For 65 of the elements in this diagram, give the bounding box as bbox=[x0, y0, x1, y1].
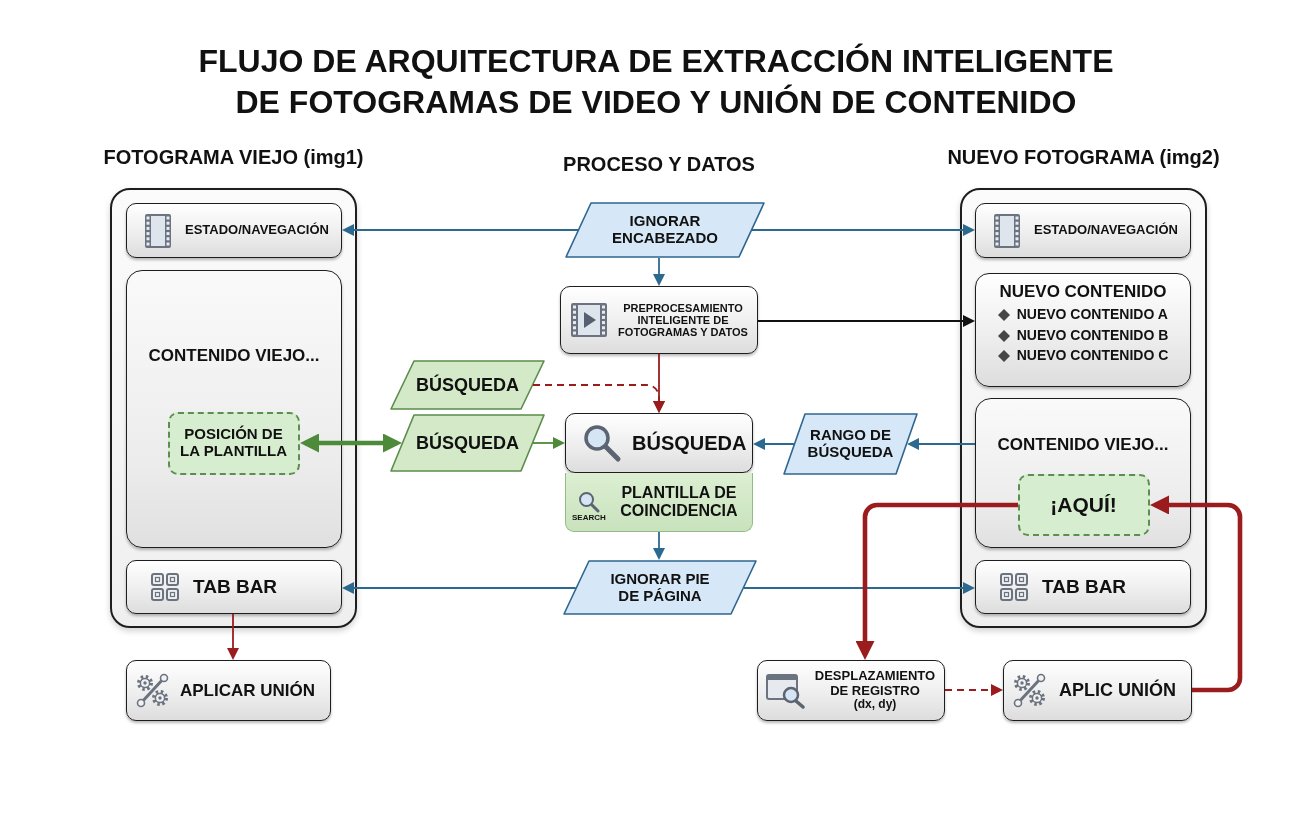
data-parallelogram bbox=[390, 414, 545, 472]
node-label: ESTADO/NAVEGACIÓN bbox=[1034, 223, 1178, 238]
content-area bbox=[126, 270, 342, 548]
content-list-box bbox=[975, 273, 1191, 387]
process-box bbox=[126, 660, 331, 721]
node-label: ESTADO/NAVEGACIÓN bbox=[185, 223, 329, 238]
data-parallelogram bbox=[563, 560, 757, 615]
arrow bbox=[532, 437, 565, 449]
node-label: POSICIÓN DE LA PLANTILLA bbox=[179, 426, 288, 460]
arrow bbox=[342, 224, 579, 236]
process-box bbox=[975, 560, 1191, 614]
node-label: RANGO DE BÚSQUEDA bbox=[806, 427, 895, 461]
data-parallelogram bbox=[783, 413, 918, 475]
match-panel bbox=[565, 473, 753, 532]
node-label: PLANTILLA DE COINCIDENCIA bbox=[619, 484, 739, 520]
arrow bbox=[944, 684, 1003, 696]
node-label: BÚSQUEDA bbox=[632, 431, 747, 455]
node-label: BÚSQUEDA bbox=[416, 374, 519, 396]
process-box bbox=[975, 203, 1191, 258]
list-item: NUEVO CONTENIDO B bbox=[1016, 327, 1169, 344]
node-label: TAB BAR bbox=[193, 576, 278, 598]
arrow bbox=[757, 315, 975, 327]
arrow bbox=[653, 531, 665, 560]
process-box bbox=[126, 560, 342, 614]
double-arrow bbox=[300, 433, 402, 453]
arrow bbox=[753, 438, 795, 450]
list-item: NUEVO CONTENIDO C bbox=[1016, 348, 1169, 365]
arrow bbox=[751, 224, 975, 236]
arrow bbox=[742, 582, 975, 594]
node-label: APLIC UNIÓN bbox=[1059, 680, 1176, 701]
node-label: CONTENIDO VIEJO... bbox=[148, 346, 320, 366]
column-heading: PROCESO Y DATOS bbox=[563, 153, 755, 176]
process-box bbox=[1003, 660, 1192, 721]
arrow bbox=[342, 582, 577, 594]
node-label: CONTENIDO VIEJO... bbox=[997, 435, 1169, 455]
arrow bbox=[532, 384, 665, 413]
data-parallelogram bbox=[565, 202, 765, 258]
dashed-highlight-box bbox=[167, 411, 300, 475]
node-label: (dx, dy) bbox=[852, 698, 898, 712]
process-box bbox=[560, 286, 758, 354]
frame-heading: NUEVO FOTOGRAMA (img2) bbox=[947, 146, 1220, 169]
arrow bbox=[907, 438, 976, 450]
arrow bbox=[1150, 495, 1243, 693]
dashed-highlight-box bbox=[1017, 473, 1150, 536]
icon-caption: SEARCH bbox=[572, 514, 606, 523]
arrow bbox=[227, 613, 239, 660]
node-label: DESPLAZAMIENTO DE REGISTRO bbox=[813, 669, 937, 699]
node-label: APLICAR UNIÓN bbox=[180, 681, 316, 700]
process-box bbox=[126, 203, 342, 258]
arrow bbox=[855, 502, 1018, 660]
diagram-title: FLUJO DE ARQUITECTURA DE EXTRACCIÓN INTELIGENTE DE FOTOGRAMAS DE VIDEO Y UNIÓN DE CONTENIDO bbox=[197, 42, 1115, 122]
process-box bbox=[757, 660, 945, 721]
data-parallelogram bbox=[390, 360, 545, 410]
list-item: NUEVO CONTENIDO A bbox=[1016, 307, 1168, 323]
frame-heading: FOTOGRAMA VIEJO (img1) bbox=[103, 146, 364, 169]
node-label: TAB BAR bbox=[1042, 576, 1127, 598]
node-label: IGNORAR PIE DE PÁGINA bbox=[609, 570, 711, 605]
box-heading: NUEVO CONTENIDO bbox=[999, 282, 1167, 302]
node-label: PREPROCESAMIENTO INTELIGENTE DE FOTOGRAMAS Y DATOS bbox=[617, 301, 749, 339]
node-label: IGNORAR ENCABEZADO bbox=[611, 213, 719, 247]
node-label: BÚSQUEDA bbox=[416, 432, 519, 454]
content-area bbox=[975, 398, 1191, 548]
process-box bbox=[565, 413, 753, 473]
node-label: ¡AQUÍ! bbox=[1050, 492, 1117, 517]
arrow bbox=[653, 257, 665, 286]
